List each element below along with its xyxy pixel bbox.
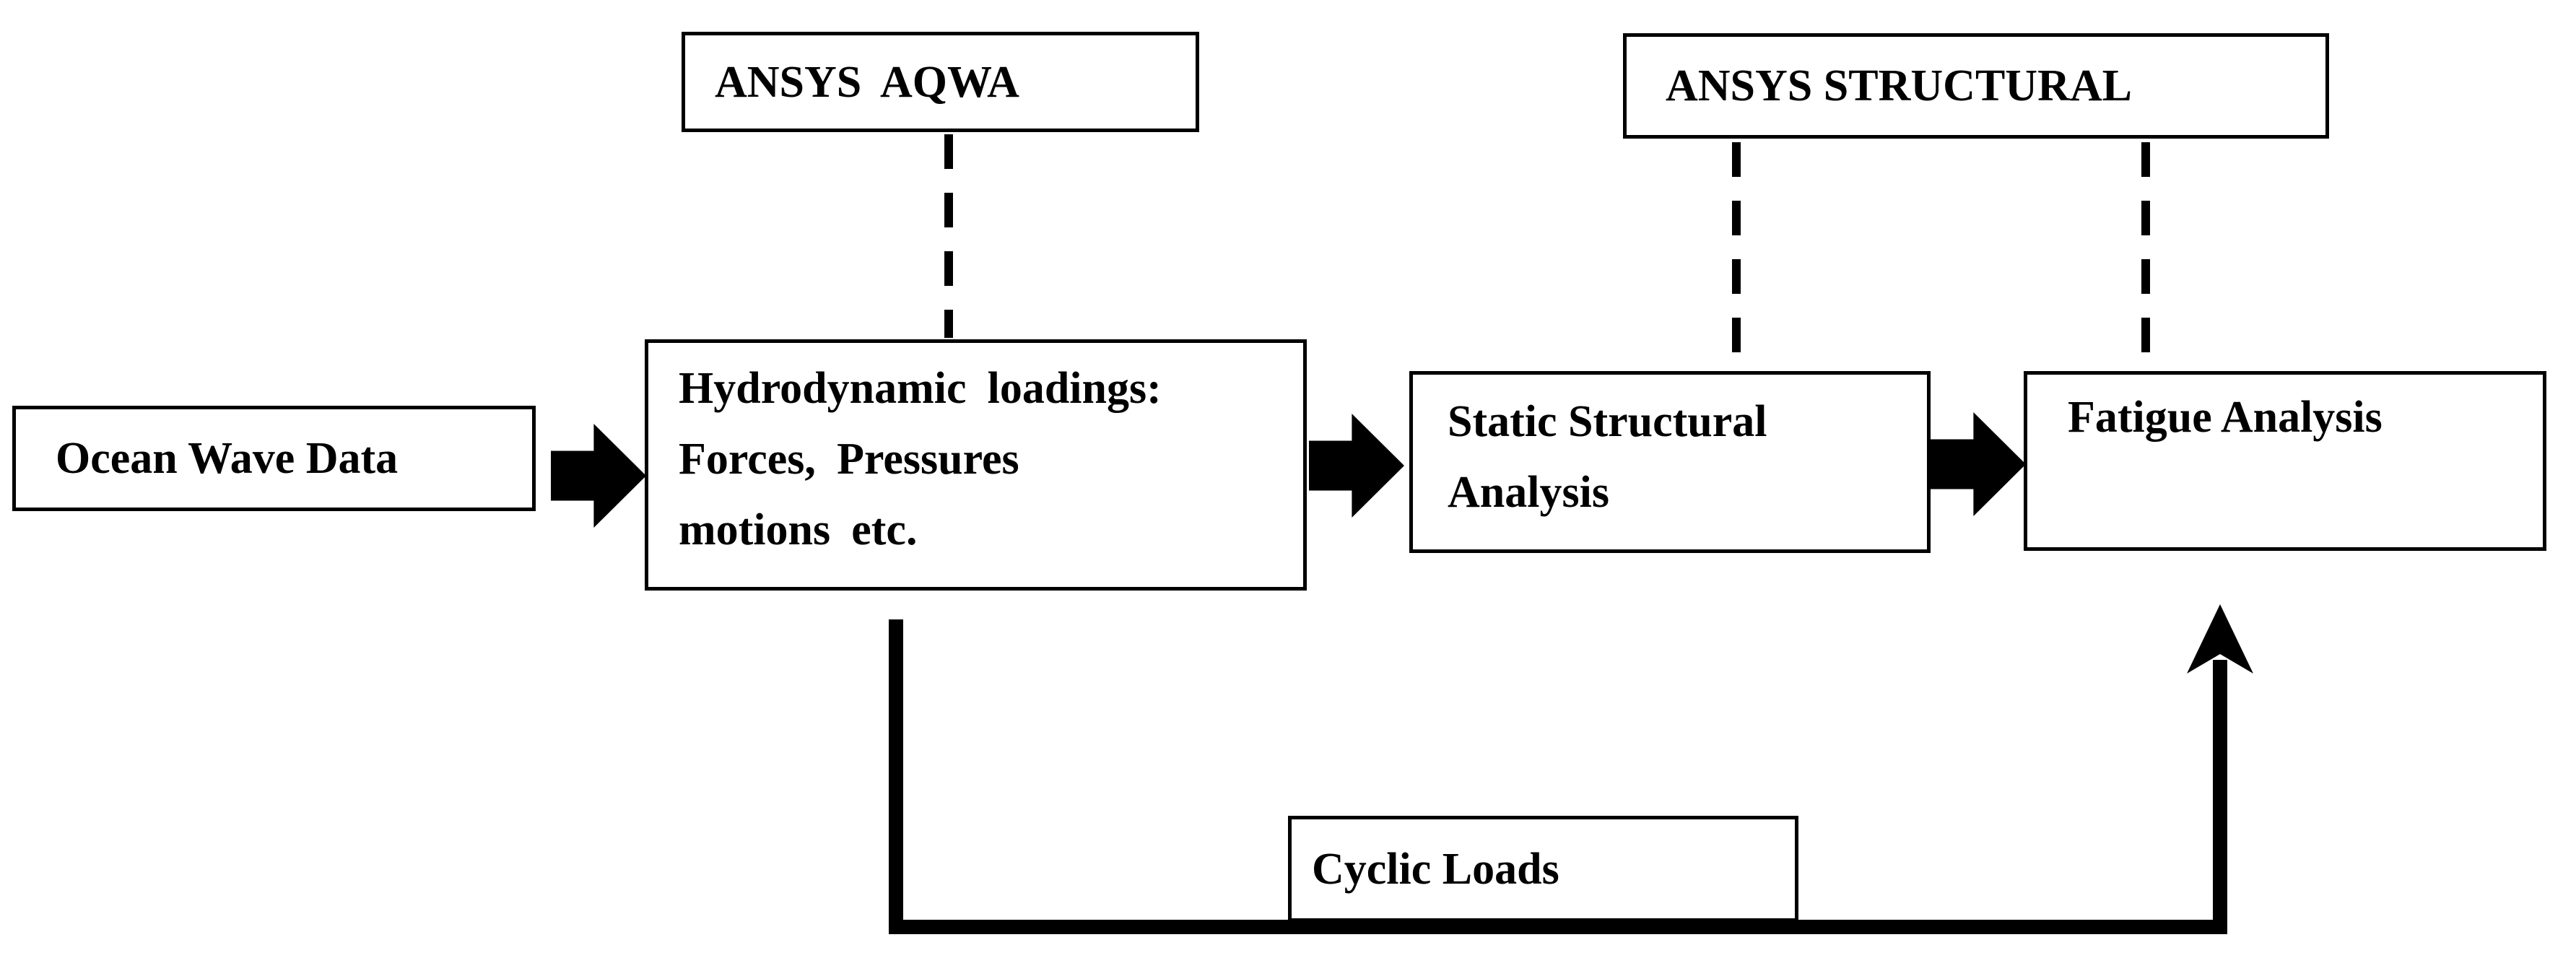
ansys-structural-label: ANSYS STRUCTURAL <box>1666 61 2132 110</box>
fatigue-analysis-label: Fatigue Analysis <box>2068 393 2383 442</box>
static-line-1: Static Structural <box>1448 397 1767 446</box>
ansys-aqwa-label: ANSYS AQWA <box>715 57 1019 107</box>
label-box-ansys-structural: ANSYS STRUCTURAL <box>1623 33 2329 139</box>
node-ocean-wave-data: Ocean Wave Data <box>12 406 536 511</box>
feedback-arrowhead <box>2187 604 2253 674</box>
node-static-structural-analysis: Static Structural Analysis <box>1409 371 1931 553</box>
hydro-line-1: Hydrodynamic loadings: <box>679 364 1162 413</box>
hydro-line-2: Forces, Pressures <box>679 435 1019 484</box>
cyclic-feedback-line <box>889 619 2227 934</box>
hydro-line-3: motions etc. <box>679 505 918 554</box>
static-line-2: Analysis <box>1448 468 1609 517</box>
node-cyclic-loads: Cyclic Loads <box>1288 816 1798 922</box>
ocean-wave-data-label: Ocean Wave Data <box>56 434 399 483</box>
label-box-ansys-aqwa: ANSYS AQWA <box>682 32 1199 132</box>
cyclic-loads-label: Cyclic Loads <box>1312 844 1559 894</box>
node-hydrodynamic-loadings: Hydrodynamic loadings: Forces, Pressures… <box>645 339 1307 591</box>
node-fatigue-analysis: Fatigue Analysis <box>2024 371 2546 551</box>
